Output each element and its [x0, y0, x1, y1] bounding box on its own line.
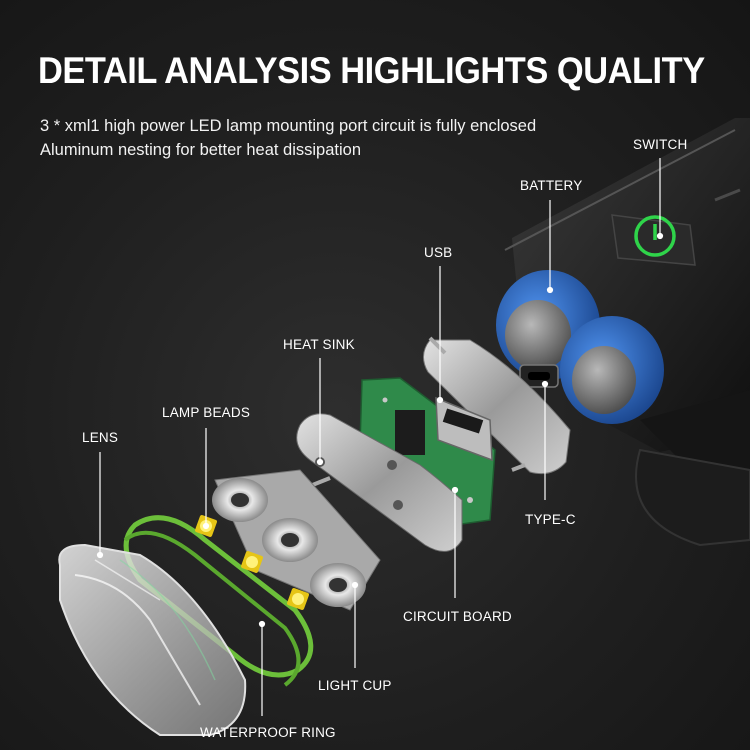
callout-type-c: TYPE-C [525, 512, 576, 527]
battery-cells [496, 270, 664, 424]
back-plate [423, 336, 571, 475]
callout-circuit-board: CIRCUIT BOARD [403, 609, 512, 624]
callout-heat-sink: HEAT SINK [283, 337, 355, 352]
callout-lamp-beads: LAMP BEADS [162, 405, 251, 420]
callout-switch: SWITCH [633, 137, 688, 152]
description-line-1: 3 * xml1 high power LED lamp mounting po… [40, 117, 537, 135]
callout-waterproof-ring: WATERPROOF RING [200, 725, 336, 740]
leader-lines [96, 158, 664, 716]
page-title: DETAIL ANALYSIS HIGHLIGHTS QUALITY [38, 50, 705, 91]
callout-lens: LENS [82, 430, 119, 445]
callout-light-cup: LIGHT CUP [318, 678, 392, 693]
circuit-board [359, 377, 496, 526]
light-cups [212, 469, 381, 611]
type-c-port [519, 364, 559, 388]
callout-usb: USB [424, 245, 453, 260]
callout-battery: BATTERY [520, 178, 583, 193]
description-line-2: Aluminum nesting for better heat dissipa… [40, 141, 362, 159]
switch-button [611, 214, 696, 266]
lens [58, 543, 247, 736]
